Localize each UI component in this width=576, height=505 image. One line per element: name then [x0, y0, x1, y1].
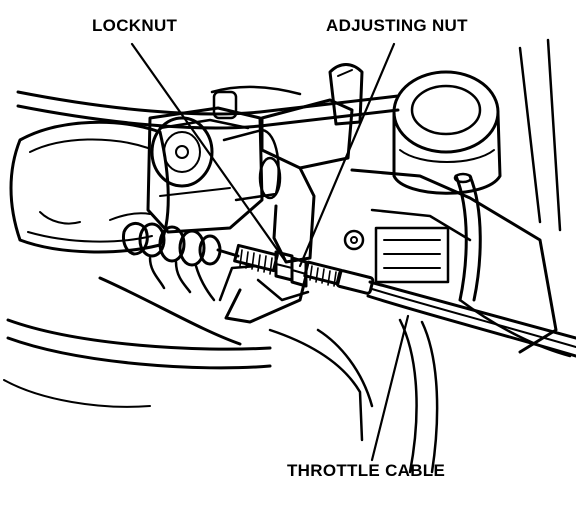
engine-block — [343, 38, 562, 354]
upper-hose — [16, 85, 400, 130]
throttle-cable-label: THROTTLE CABLE — [287, 461, 446, 480]
leader-throttle-cable — [370, 314, 410, 462]
canister-housing — [328, 63, 502, 195]
throttle-cable — [366, 280, 576, 358]
cable-bracket — [218, 98, 354, 324]
cable-boot — [122, 222, 222, 302]
leader-locknut — [130, 42, 288, 264]
adjusting-nut-label: ADJUSTING NUT — [326, 16, 468, 35]
intake-housing — [9, 120, 170, 254]
leader-adjusting-nut — [298, 42, 396, 268]
throttle-body — [146, 106, 282, 234]
lower-manifold — [3, 276, 572, 474]
locknut-label: LOCKNUT — [92, 16, 178, 35]
leader-lines — [130, 42, 410, 462]
cable-threaded-end — [216, 243, 375, 295]
